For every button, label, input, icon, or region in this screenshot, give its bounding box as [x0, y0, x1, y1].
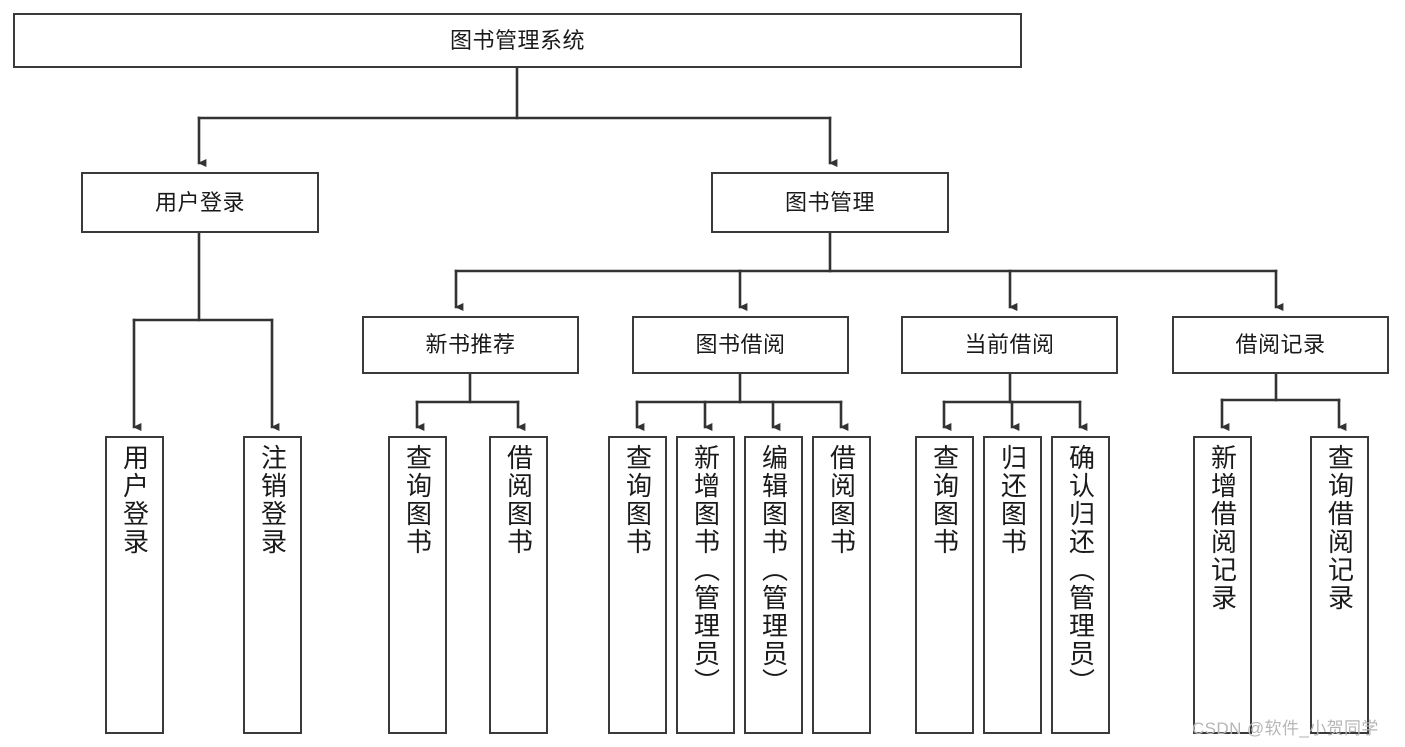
leaf-confirm-return[interactable]: 确认归还（管理员） [1051, 436, 1110, 734]
node-new-book-recommend-label: 新书推荐 [425, 332, 516, 358]
leaf-return-book[interactable]: 归还图书 [983, 436, 1042, 734]
leaf-query-books-borrow[interactable]: 查询图书 [608, 436, 667, 734]
leaf-edit-book-label: 编辑图书（管理员） [758, 444, 789, 696]
leaf-return-book-label: 归还图书 [997, 444, 1028, 556]
leaf-confirm-return-label: 确认归还（管理员） [1065, 444, 1096, 696]
node-current-borrow-label: 当前借阅 [964, 332, 1055, 358]
leaf-borrow-book-label: 借阅图书 [826, 444, 857, 556]
leaf-borrow-books-rec[interactable]: 借阅图书 [489, 436, 548, 734]
leaf-query-record[interactable]: 查询借阅记录 [1310, 436, 1369, 734]
leaf-query-record-label: 查询借阅记录 [1324, 444, 1355, 612]
leaf-add-book[interactable]: 新增图书（管理员） [676, 436, 735, 734]
node-book-management-label: 图书管理 [784, 189, 875, 215]
leaf-query-books-rec-label: 查询图书 [402, 444, 433, 556]
leaf-query-books-borrow-label: 查询图书 [622, 444, 653, 556]
node-new-book-recommend[interactable]: 新书推荐 [362, 316, 579, 374]
node-user-login-label: 用户登录 [154, 189, 245, 215]
leaf-user-login[interactable]: 用户登录 [105, 436, 164, 734]
leaf-borrow-book[interactable]: 借阅图书 [812, 436, 871, 734]
leaf-user-login-label: 用户登录 [119, 444, 150, 556]
leaf-query-books-current-label: 查询图书 [929, 444, 960, 556]
node-root[interactable]: 图书管理系统 [13, 13, 1022, 68]
leaf-edit-book[interactable]: 编辑图书（管理员） [744, 436, 803, 734]
node-user-login[interactable]: 用户登录 [81, 172, 319, 233]
leaf-add-record[interactable]: 新增借阅记录 [1193, 436, 1252, 734]
node-book-borrow-label: 图书借阅 [695, 332, 786, 358]
watermark: CSDN @软件_小贺同学 [1192, 719, 1379, 738]
leaf-logout[interactable]: 注销登录 [243, 436, 302, 734]
leaf-logout-label: 注销登录 [257, 444, 288, 556]
node-current-borrow[interactable]: 当前借阅 [901, 316, 1118, 374]
leaf-query-books-rec[interactable]: 查询图书 [388, 436, 447, 734]
node-root-label: 图书管理系统 [449, 27, 585, 53]
leaf-borrow-books-rec-label: 借阅图书 [503, 444, 534, 556]
node-borrow-record[interactable]: 借阅记录 [1172, 316, 1389, 374]
leaf-query-books-current[interactable]: 查询图书 [915, 436, 974, 734]
leaf-add-book-label: 新增图书（管理员） [690, 444, 721, 696]
node-book-management[interactable]: 图书管理 [711, 172, 949, 233]
leaf-add-record-label: 新增借阅记录 [1207, 444, 1238, 612]
node-borrow-record-label: 借阅记录 [1235, 332, 1326, 358]
node-book-borrow[interactable]: 图书借阅 [632, 316, 849, 374]
